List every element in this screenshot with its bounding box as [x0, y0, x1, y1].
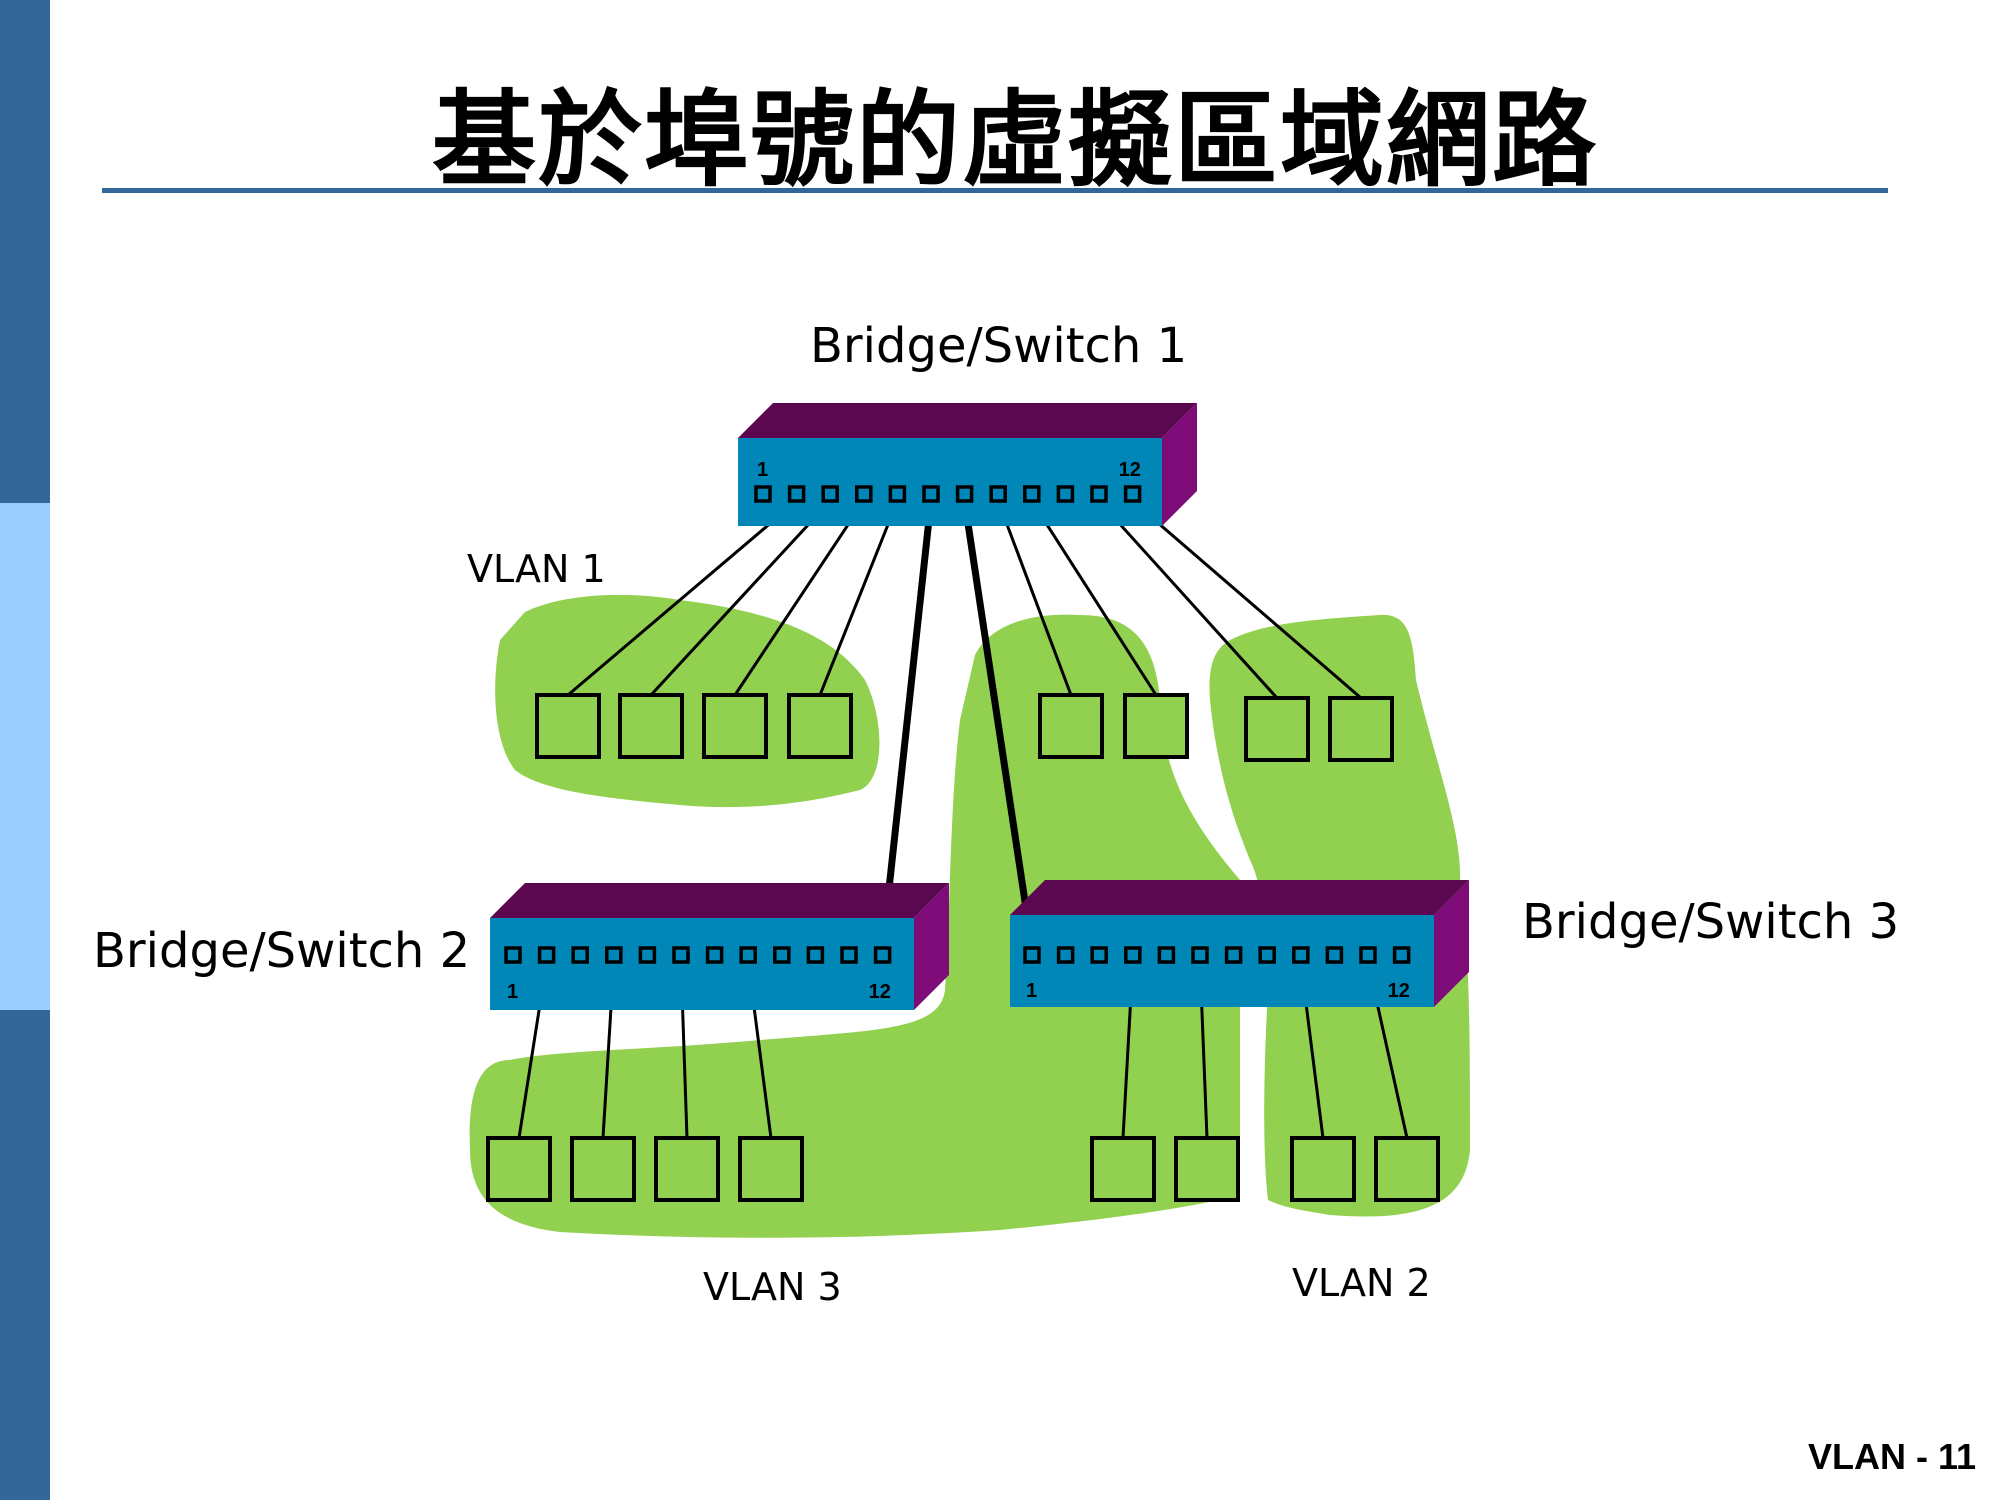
host-h9[interactable]: [486, 1136, 552, 1202]
switch-port-2[interactable]: [1056, 946, 1075, 964]
vlan3-label: VLAN 3: [703, 1265, 842, 1309]
host-h6[interactable]: [1123, 693, 1189, 759]
switch2-label: Bridge/Switch 2: [93, 923, 470, 979]
switch-port-12[interactable]: [1123, 485, 1142, 503]
link-h3: [733, 500, 866, 696]
switch-side-face: [914, 883, 949, 1010]
switch-port-3[interactable]: [571, 946, 589, 964]
host-h2[interactable]: [618, 693, 684, 759]
switch-port-7[interactable]: [1224, 946, 1243, 964]
sidebar-accent-middle: [0, 503, 50, 1010]
switch-top-face: [490, 883, 949, 918]
link-h2: [649, 499, 832, 697]
link-h8: [1131, 499, 1362, 700]
switch-port-5[interactable]: [1157, 946, 1176, 964]
title-divider: [102, 188, 1888, 193]
host-h1[interactable]: [535, 693, 601, 759]
port-number-first: 1: [1026, 980, 1037, 1002]
switch-top-face: [738, 403, 1197, 438]
link-h6: [1030, 500, 1158, 696]
port-number-last: 12: [869, 981, 891, 1003]
switch-side-face: [1434, 880, 1469, 1007]
host-h4[interactable]: [787, 693, 853, 759]
link-h4: [818, 500, 899, 696]
trunk-link-2: [961, 500, 1036, 949]
switch-port-3[interactable]: [1090, 946, 1108, 964]
switch3-label: Bridge/Switch 3: [1522, 894, 1899, 950]
switch-port-11[interactable]: [1359, 946, 1377, 964]
sidebar-accent-bottom: [0, 1010, 50, 1500]
switch-port-4[interactable]: [855, 485, 873, 503]
switch-port-1[interactable]: [504, 946, 522, 964]
host-h10[interactable]: [570, 1136, 636, 1202]
switch-port-11[interactable]: [840, 946, 858, 964]
switch-port-4[interactable]: [605, 946, 623, 964]
switch-top-face: [1010, 880, 1469, 915]
switch-port-11[interactable]: [1090, 485, 1108, 503]
host-h3[interactable]: [702, 693, 768, 759]
link-h7: [1097, 499, 1279, 700]
slide-footer-page-number: VLAN - 11: [1807, 1436, 1976, 1477]
switch-port-5[interactable]: [888, 485, 907, 503]
switch-port-1[interactable]: [754, 485, 772, 503]
switch-port-8[interactable]: [739, 946, 757, 964]
switch-front-face: [738, 438, 1162, 526]
switch2-device: 1 12: [490, 883, 949, 1010]
switch-port-10[interactable]: [1325, 946, 1344, 964]
switch-port-12[interactable]: [873, 946, 892, 964]
port-number-first: 1: [757, 459, 768, 481]
port-number-first: 1: [507, 981, 518, 1003]
link-h5: [996, 500, 1073, 696]
switch1-device: 1 12: [738, 403, 1197, 526]
host-h13[interactable]: [1090, 1136, 1156, 1202]
host-h7[interactable]: [1244, 696, 1310, 762]
switch-port-8[interactable]: [989, 485, 1007, 503]
switch-port-9[interactable]: [773, 946, 791, 964]
switch-port-9[interactable]: [1023, 485, 1041, 503]
switch-port-12[interactable]: [1392, 946, 1411, 964]
host-h12[interactable]: [738, 1136, 804, 1202]
host-h16[interactable]: [1374, 1136, 1440, 1202]
vlan1-label: VLAN 1: [467, 547, 606, 591]
host-h5[interactable]: [1038, 693, 1104, 759]
switch-front-face: [490, 918, 914, 1010]
host-h14[interactable]: [1174, 1136, 1240, 1202]
switch-port-4[interactable]: [1124, 946, 1142, 964]
switch-port-9[interactable]: [1292, 946, 1310, 964]
port-number-last: 12: [1119, 459, 1141, 481]
switch-side-face: [1162, 403, 1197, 526]
switch-port-10[interactable]: [1056, 485, 1075, 503]
vlan3-region: [469, 614, 1241, 1238]
switch-port-2[interactable]: [537, 946, 556, 964]
switch-port-6[interactable]: [922, 485, 940, 503]
switch-port-8[interactable]: [1258, 946, 1276, 964]
switch-port-10[interactable]: [806, 946, 825, 964]
trunk-link-1: [879, 500, 935, 949]
switch-port-7[interactable]: [705, 946, 724, 964]
host-h11[interactable]: [654, 1136, 720, 1202]
switch-port-7[interactable]: [955, 485, 974, 503]
switch-port-1[interactable]: [1023, 946, 1041, 964]
switch-port-3[interactable]: [821, 485, 839, 503]
switch-port-6[interactable]: [1191, 946, 1209, 964]
host-h15[interactable]: [1290, 1136, 1356, 1202]
vlan2-label: VLAN 2: [1292, 1261, 1431, 1305]
sidebar-accent-top: [0, 0, 50, 503]
port-number-last: 12: [1388, 980, 1410, 1002]
switch1-label: Bridge/Switch 1: [810, 318, 1187, 374]
link-h1: [567, 499, 798, 697]
switch-port-6[interactable]: [672, 946, 690, 964]
switch-port-2[interactable]: [787, 485, 806, 503]
switch-port-5[interactable]: [638, 946, 657, 964]
host-h8[interactable]: [1328, 696, 1394, 762]
slide-title: 基於埠號的虛擬區域網路: [431, 79, 1598, 201]
switch3-device: 1 12: [1010, 880, 1469, 1007]
